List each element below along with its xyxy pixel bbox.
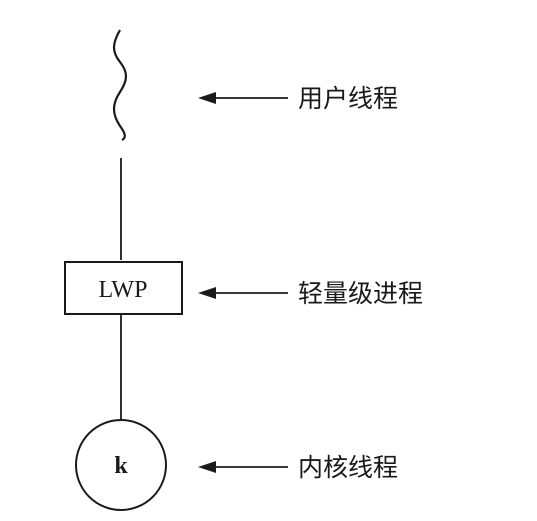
lwp-box-text: LWP xyxy=(99,277,148,303)
kernel-thread-label: 内核线程 xyxy=(298,453,398,482)
user-thread-label: 用户线程 xyxy=(298,84,398,113)
user-thread-wave xyxy=(112,29,128,141)
arrow-user-thread xyxy=(198,92,288,104)
arrow-kernel-thread xyxy=(198,461,288,473)
kernel-circle-text: k xyxy=(114,453,128,479)
lwp-label: 轻量级进程 xyxy=(298,279,423,308)
kernel-thread-circle xyxy=(75,419,167,511)
arrow-lwp xyxy=(198,287,288,299)
lwp-box xyxy=(64,261,183,315)
